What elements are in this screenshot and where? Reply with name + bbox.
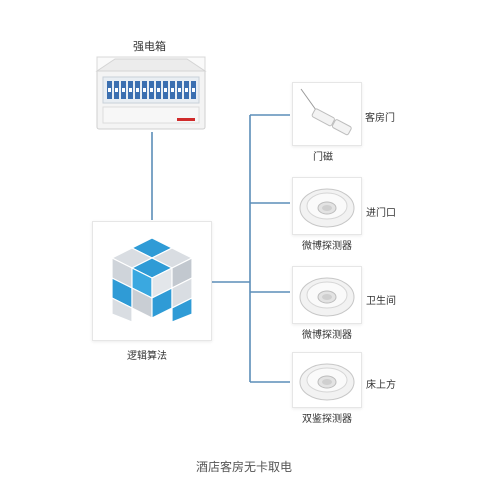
breaker-box <box>95 55 207 131</box>
sensor-location-door: 客房门 <box>365 113 395 124</box>
sensor-name-door: 门磁 <box>313 152 333 163</box>
ceiling-detector-icon <box>299 363 355 401</box>
sensor-name-entrance: 微博探测器 <box>302 241 352 252</box>
ceiling-detector-icon <box>299 188 355 228</box>
cube-icon <box>110 237 194 323</box>
sensor-location-bed: 床上方 <box>366 380 396 391</box>
sensor-location-bathroom: 卫生间 <box>366 296 396 307</box>
breaker-box-label: 强电箱 <box>133 40 166 53</box>
sensor-location-entrance: 进门口 <box>366 208 396 219</box>
sensor-name-bathroom: 微博探测器 <box>302 330 352 341</box>
sensor-panel-bathroom <box>292 266 362 324</box>
sensor-name-bed: 双鉴探测器 <box>302 414 352 425</box>
door-magnet-icon <box>300 88 352 136</box>
ceiling-detector-icon <box>299 277 355 317</box>
diagram-caption: 酒店客房无卡取电 <box>196 460 293 474</box>
sensor-panel-bed <box>292 352 362 408</box>
sensor-panel-entrance <box>292 177 362 235</box>
logic-panel <box>92 221 212 341</box>
logic-label: 逻辑算法 <box>127 351 167 362</box>
breaker-box-icon <box>95 56 207 130</box>
sensor-panel-door <box>292 82 362 146</box>
